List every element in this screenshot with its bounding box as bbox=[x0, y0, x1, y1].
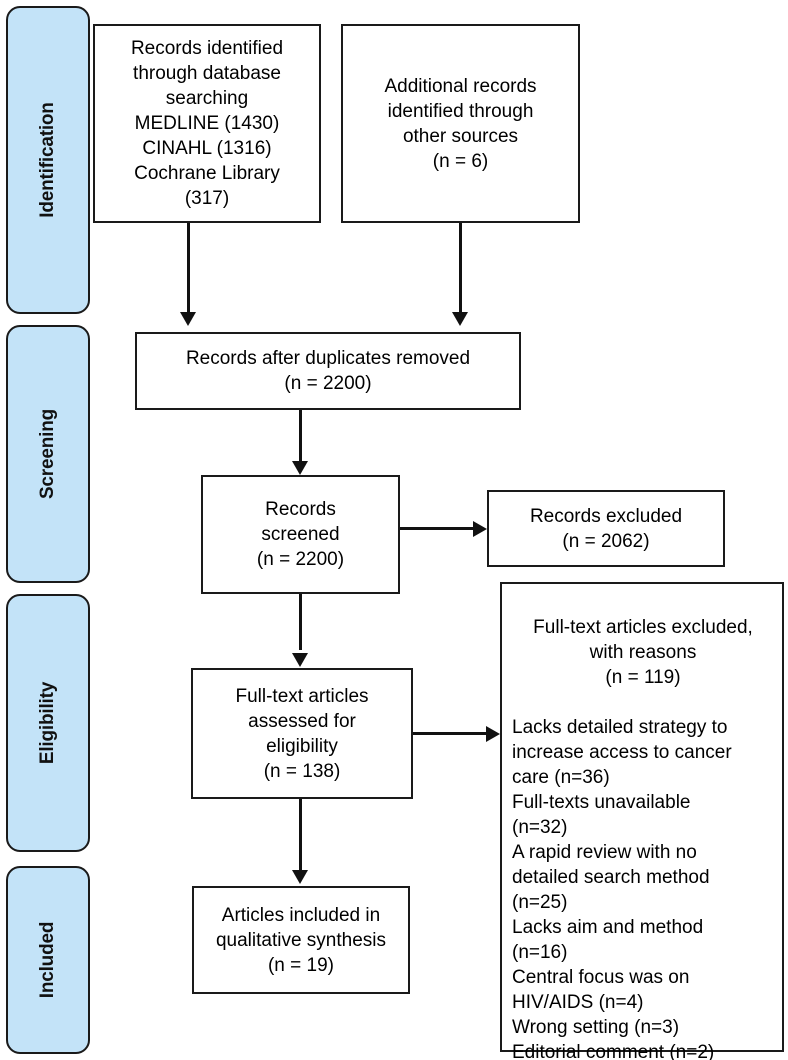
box-fulltext-excluded-heading: Full-text articles excluded, with reason… bbox=[533, 617, 753, 688]
connector-database-to-duplicates bbox=[187, 223, 190, 313]
connector-other-sources-to-duplicates bbox=[459, 223, 462, 313]
connector-fulltext-to-included bbox=[299, 799, 302, 871]
box-records-after-duplicates-removed: Records after duplicates removed (n = 22… bbox=[135, 332, 521, 410]
box-fulltext-excluded-with-reasons: Full-text articles excluded, with reason… bbox=[500, 582, 784, 1060]
arrow-fulltext-to-included bbox=[292, 870, 308, 884]
arrow-fulltext-to-excluded bbox=[486, 726, 500, 742]
arrow-duplicates-to-screened bbox=[292, 461, 308, 475]
arrow-screened-to-fulltext bbox=[292, 653, 308, 667]
box-records-after-duplicates-removed-text: Records after duplicates removed (n = 22… bbox=[185, 348, 471, 394]
box-records-screened-text: Records screened (n = 2200) bbox=[256, 499, 345, 570]
phase-included-label: Included bbox=[37, 921, 58, 999]
connector-screened-to-excluded bbox=[400, 527, 474, 530]
box-fulltext-assessed-for-eligibility: Full-text articles assessed for eligibil… bbox=[191, 668, 413, 799]
box-articles-included-qualitative-synthesis: Articles included in qualitative synthes… bbox=[192, 886, 410, 994]
box-records-identified-database: Records identified through database sear… bbox=[93, 24, 321, 223]
box-records-screened: Records screened (n = 2200) bbox=[201, 475, 400, 594]
box-records-excluded: Records excluded (n = 2062) bbox=[487, 490, 725, 567]
connector-duplicates-to-screened bbox=[299, 410, 302, 462]
phase-identification-label: Identification bbox=[37, 102, 58, 218]
arrow-screened-to-excluded bbox=[473, 521, 487, 537]
phase-screening: Screening bbox=[6, 325, 90, 583]
phase-included: Included bbox=[6, 866, 90, 1054]
box-articles-included-qualitative-synthesis-text: Articles included in qualitative synthes… bbox=[215, 904, 387, 976]
connector-screened-to-fulltext bbox=[299, 594, 302, 650]
connector-fulltext-to-excluded bbox=[413, 732, 487, 735]
arrow-database-to-duplicates bbox=[180, 312, 196, 326]
arrow-other-sources-to-duplicates bbox=[452, 312, 468, 326]
box-fulltext-assessed-for-eligibility-text: Full-text articles assessed for eligibil… bbox=[235, 685, 369, 782]
phase-screening-label: Screening bbox=[37, 408, 58, 500]
box-records-excluded-text: Records excluded (n = 2062) bbox=[529, 505, 683, 552]
box-additional-records-other-sources: Additional records identified through ot… bbox=[341, 24, 580, 223]
box-additional-records-other-sources-text: Additional records identified through ot… bbox=[384, 75, 537, 172]
phase-identification: Identification bbox=[6, 6, 90, 314]
phase-eligibility: Eligibility bbox=[6, 594, 90, 852]
box-records-identified-database-text: Records identified through database sear… bbox=[130, 38, 284, 209]
box-fulltext-excluded-reasons: Lacks detailed strategy to increase acce… bbox=[512, 717, 732, 1060]
phase-eligibility-label: Eligibility bbox=[37, 681, 58, 765]
